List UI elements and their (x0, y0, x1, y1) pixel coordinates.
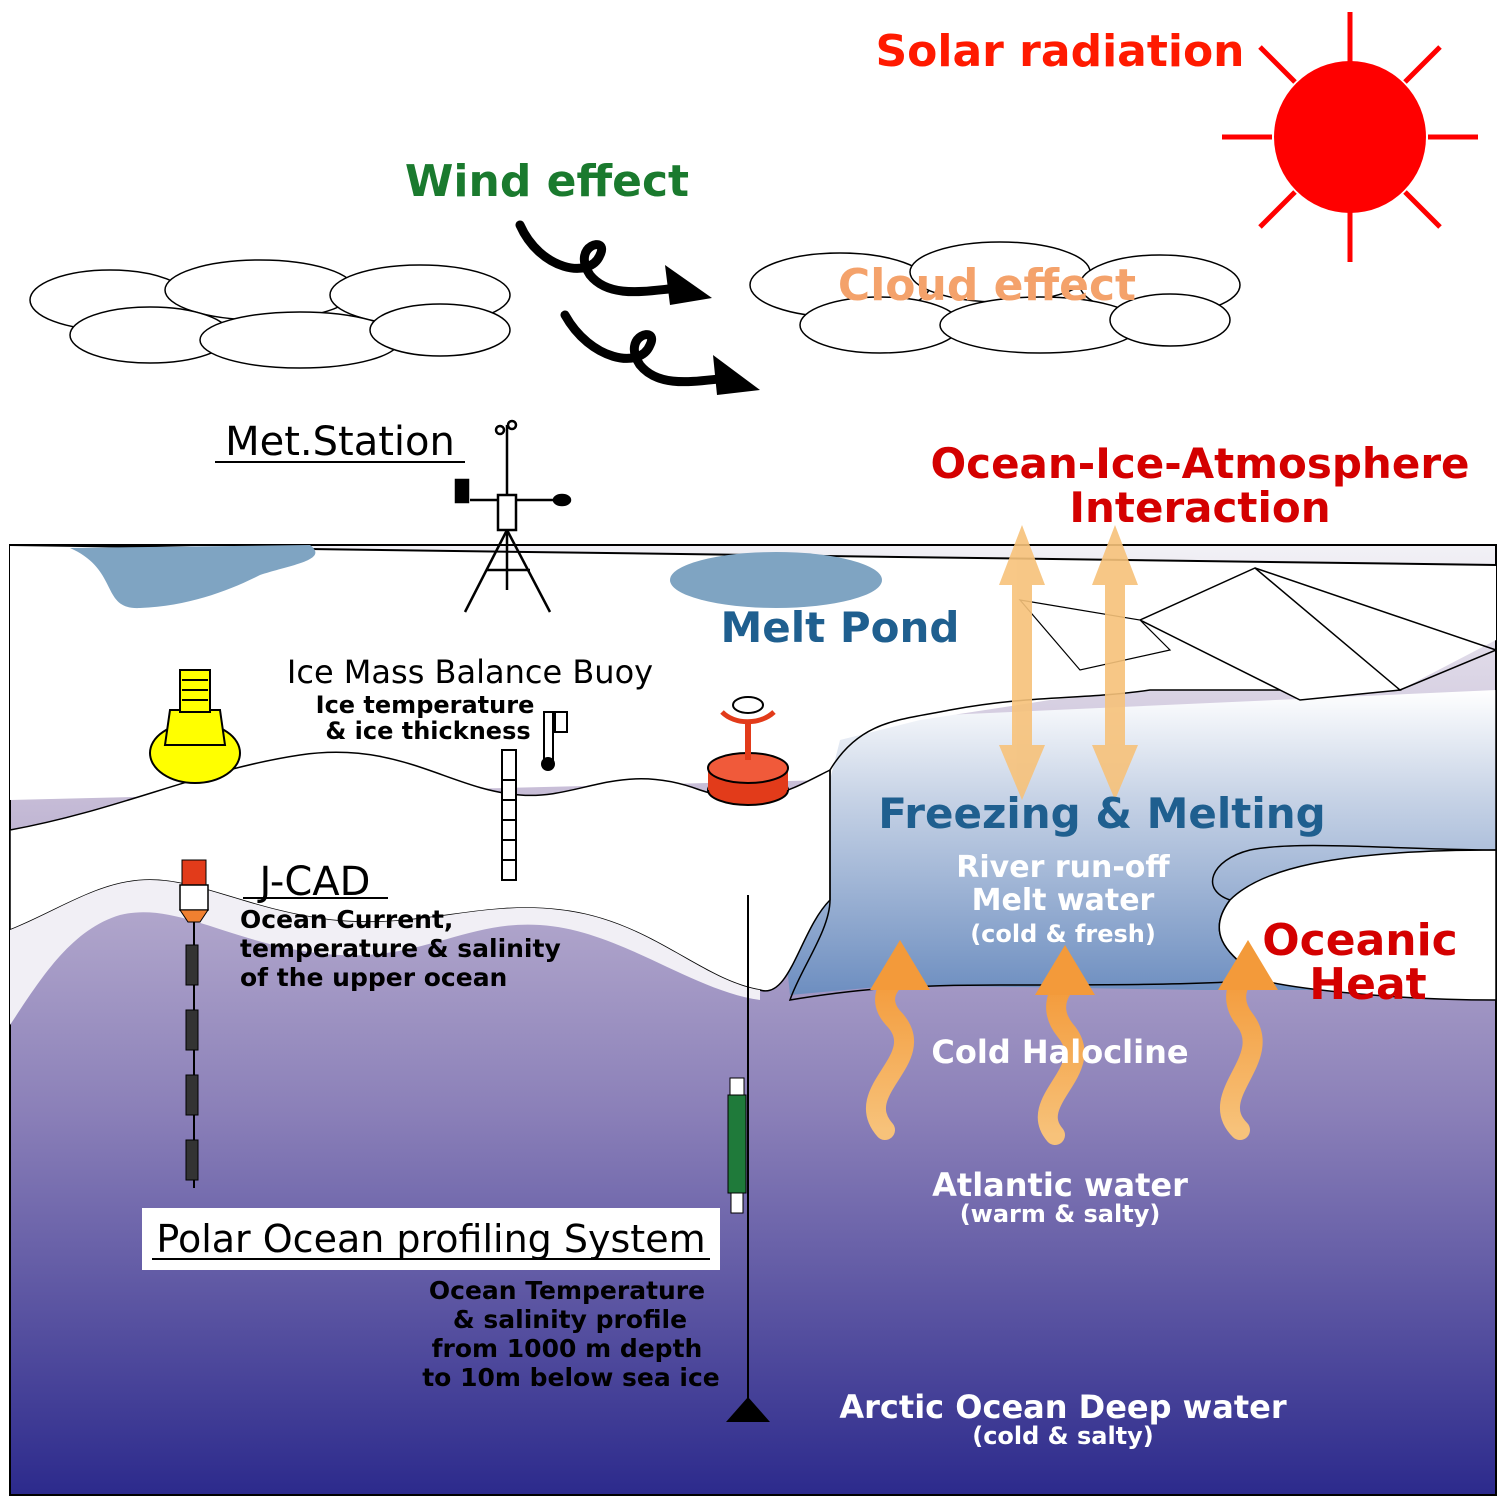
cloud-right (749, 241, 1241, 354)
wind-effect-label: Wind effect (405, 156, 689, 207)
pops-sub-line1: Ocean Temperature (429, 1276, 705, 1305)
ice-ridge-block (1138, 567, 1402, 701)
wind-arrowhead-2 (713, 355, 760, 395)
met-station-icon (454, 419, 572, 613)
melt-water-label: Melt water (972, 883, 1155, 918)
wind-arrows-icon (515, 220, 735, 387)
pops-sub-line4: to 10m below sea ice (422, 1363, 720, 1392)
imb-sub-line2: & ice thickness (325, 717, 530, 745)
oceanic-heat-arrowheads (870, 940, 1278, 995)
met-station-label: Met.Station (225, 419, 455, 465)
interaction-arrows-icon (999, 525, 1138, 800)
interaction-label-line1: Ocean-Ice-Atmosphere (930, 439, 1469, 488)
pops-sub-line2: & salinity profile (453, 1305, 687, 1334)
imb-thermistor-icon (501, 711, 568, 881)
ice-ridge-block-2 (1018, 599, 1172, 671)
river-runoff-label: River run-off (956, 850, 1170, 885)
warm-salty-label: (warm & salty) (960, 1200, 1161, 1228)
melt-pond-center (670, 552, 882, 608)
cold-halocline-label: Cold Halocline (931, 1033, 1188, 1071)
deep-water-label: Arctic Ocean Deep water (839, 1388, 1286, 1426)
wind-arrowhead-1 (665, 265, 712, 305)
jcad-sub-line3: of the upper ocean (240, 963, 507, 992)
melt-pond-label: Melt Pond (721, 603, 960, 652)
jcad-mooring-icon (179, 859, 209, 1188)
jcad-sub-line2: temperature & salinity (240, 934, 561, 963)
cold-fresh-label: (cold & fresh) (970, 920, 1156, 948)
sun-icon (1222, 12, 1478, 262)
oceanic-heat-line2: Heat (1309, 959, 1426, 1010)
sea-ice-left (9, 751, 831, 992)
cold-salty-label: (cold & salty) (972, 1422, 1154, 1450)
imb-title-label: Ice Mass Balance Buoy (287, 653, 653, 691)
ice-floe-right (1218, 849, 1497, 1001)
jcad-sub-line1: Ocean Current, (240, 905, 453, 934)
pops-sub-line3: from 1000 m depth (432, 1334, 703, 1363)
atlantic-water-label: Atlantic water (932, 1166, 1188, 1204)
cloud-effect-label: Cloud effect (838, 260, 1136, 311)
pops-profiler-icon (727, 1077, 747, 1214)
freezing-melting-label: Freezing & Melting (878, 789, 1325, 838)
melt-pond-left (70, 545, 316, 609)
imb-sub-line1: Ice temperature (316, 691, 535, 719)
jcad-label: J-CAD (257, 859, 371, 905)
solar-radiation-label: Solar radiation (875, 26, 1244, 77)
pops-buoy-icon (707, 696, 789, 806)
jcad-buoy-icon (149, 669, 241, 784)
anchor-icon (726, 1397, 770, 1422)
interaction-label-line2: Interaction (1069, 483, 1330, 532)
pops-label: Polar Ocean profiling System (156, 1217, 705, 1261)
ice-ridge-edge (1254, 567, 1497, 651)
cloud-left (29, 259, 511, 369)
oceanic-heat-line1: Oceanic (1262, 915, 1458, 966)
